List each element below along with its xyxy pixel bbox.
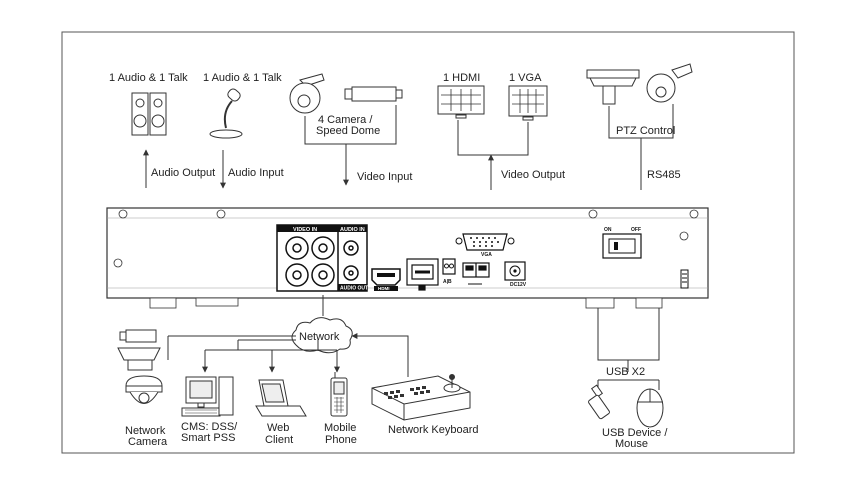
microphone-icon [209, 88, 243, 139]
box-camera-icon [344, 86, 403, 102]
mobile-phone-label-line1: Mobile [324, 422, 356, 434]
hdmi-monitor-label: 1 HDMI [443, 72, 480, 84]
bottom-connectors [167, 295, 660, 390]
audio-jacks [343, 240, 359, 281]
camera-label-line2: Speed Dome [316, 125, 380, 137]
video-input-label: Video Input [357, 171, 412, 183]
cms-label-line1: CMS: DSS/ [181, 421, 238, 433]
power-switch: ON OFF [602, 227, 642, 259]
mouse-icon [636, 388, 664, 428]
usb-ports [462, 262, 490, 285]
usb-device-label-line1: USB Device / [602, 427, 668, 439]
dc12v-label: DC12V [510, 282, 527, 288]
audio-input-device-label: 1 Audio & 1 Talk [203, 72, 282, 84]
network-camera-label-line2: Camera [128, 436, 168, 448]
camera-label-line1: 4 Camera / [318, 114, 373, 126]
web-client-label-line1: Web [267, 422, 289, 434]
hdmi-port-label: HDMI [378, 286, 390, 291]
rs485-label: RS485 [647, 169, 681, 181]
ptz-control-label: PTZ Control [616, 125, 675, 137]
network-keyboard-label: Network Keyboard [388, 424, 479, 436]
ab-label: A|B [443, 279, 452, 285]
mobile-phone-icon [330, 372, 348, 417]
ptz-camera-icon [586, 69, 640, 105]
cms-label-line2: Smart PSS [181, 432, 235, 444]
bnc-ports [285, 236, 335, 287]
usb-x2-label: USB X2 [606, 366, 645, 378]
video-output-label: Video Output [501, 169, 565, 181]
hdmi-port: HDMI [371, 268, 401, 291]
ethernet-port [406, 258, 439, 291]
network-cloud-icon [291, 317, 353, 354]
web-client-label-line2: Client [265, 434, 293, 446]
switch-off-label: OFF [631, 227, 641, 233]
video-in-label: VIDEO IN [293, 227, 317, 233]
network-camera-label-line1: Network [125, 425, 166, 437]
audio-input-label: Audio Input [228, 167, 284, 179]
vga-port-label: VGA [481, 252, 492, 258]
speaker-icon [131, 92, 167, 136]
mobile-phone-label-line2: Phone [325, 434, 357, 446]
power-port: DC12V [504, 261, 527, 288]
ptz-dome-icon [646, 63, 693, 103]
outer-frame [61, 31, 795, 454]
laptop-icon [255, 379, 307, 417]
audio-in-label: AUDIO IN [340, 227, 365, 233]
vga-port: VGA [455, 233, 515, 258]
ground-icon [680, 269, 689, 289]
audio-out-label: AUDIO OUT [340, 286, 368, 292]
top-connectors [143, 104, 674, 190]
switch-on-label: ON [604, 227, 612, 233]
nvr-rear-panel: VIDEO IN AUDIO IN AUDIO OUT HDMI [106, 207, 709, 309]
vga-monitor-label: 1 VGA [509, 72, 542, 84]
usb-stick-icon [588, 384, 610, 420]
rs485-terminal: A|B [442, 258, 456, 285]
desktop-computer-icon [181, 376, 234, 417]
speed-dome-icon [289, 73, 325, 114]
network-camera-icon [117, 329, 163, 404]
audio-output-label: Audio Output [151, 167, 215, 179]
network-keyboard-icon [371, 374, 471, 421]
hdmi-monitor-icon [437, 85, 485, 119]
vga-monitor-icon [508, 85, 548, 121]
audio-output-device-label: 1 Audio & 1 Talk [109, 72, 188, 84]
usb-device-label-line2: Mouse [615, 438, 648, 450]
network-label: Network [299, 331, 340, 343]
